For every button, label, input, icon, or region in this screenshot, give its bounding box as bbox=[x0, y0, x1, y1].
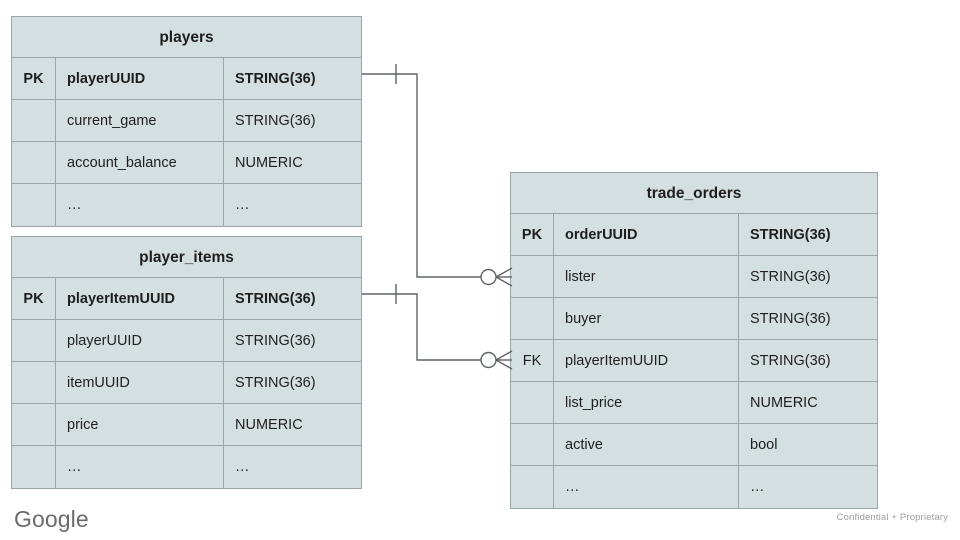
table-row[interactable]: buyer STRING(36) bbox=[511, 298, 877, 340]
row-key-badge: FK bbox=[511, 340, 554, 381]
row-field-type: STRING(36) bbox=[750, 352, 831, 369]
table-row[interactable]: itemUUID STRING(36) bbox=[12, 362, 361, 404]
row-field-type: STRING(36) bbox=[750, 268, 831, 285]
table-row[interactable]: … … bbox=[12, 446, 361, 488]
row-field-type: STRING(36) bbox=[235, 70, 316, 87]
row-field-name: … bbox=[56, 446, 224, 488]
er-table-trade-orders[interactable]: trade_orders PK orderUUID STRING(36) lis… bbox=[510, 172, 878, 509]
row-field-name: … bbox=[554, 466, 739, 508]
row-field-name: playerUUID bbox=[56, 320, 224, 361]
row-field-type: NUMERIC bbox=[235, 154, 303, 171]
row-field-type: STRING(36) bbox=[235, 374, 316, 391]
table-title-trade-orders: trade_orders bbox=[511, 173, 877, 214]
google-logo: Google bbox=[14, 506, 89, 532]
table-row[interactable]: active bool bbox=[511, 424, 877, 466]
row-field-type: STRING(36) bbox=[750, 226, 831, 243]
table-row[interactable]: … … bbox=[511, 466, 877, 508]
row-key-badge bbox=[12, 362, 56, 403]
table-title-players: players bbox=[12, 17, 361, 58]
row-key-badge bbox=[511, 298, 554, 339]
row-field-name: playerItemUUID bbox=[56, 278, 224, 319]
row-key-badge bbox=[12, 184, 56, 226]
row-field-type: bool bbox=[750, 436, 778, 453]
cardinality-zero-circle bbox=[480, 268, 497, 286]
row-key-badge: PK bbox=[12, 58, 56, 99]
row-field-type: … bbox=[235, 459, 250, 475]
table-row[interactable]: list_price NUMERIC bbox=[511, 382, 877, 424]
row-field-name: account_balance bbox=[56, 142, 224, 183]
row-key-badge bbox=[511, 382, 554, 423]
row-key-badge bbox=[511, 424, 554, 465]
connector-line bbox=[362, 293, 481, 361]
row-field-name: playerItemUUID bbox=[554, 340, 739, 381]
table-row[interactable]: price NUMERIC bbox=[12, 404, 361, 446]
row-field-name: lister bbox=[554, 256, 739, 297]
row-field-type: STRING(36) bbox=[750, 310, 831, 327]
relationship-player-items-to-trade-orders[interactable] bbox=[362, 284, 513, 370]
row-key-badge bbox=[511, 466, 554, 508]
row-field-name: playerUUID bbox=[56, 58, 224, 99]
row-field-name: orderUUID bbox=[554, 214, 739, 255]
table-title-player-items: player_items bbox=[12, 237, 361, 278]
row-key-badge bbox=[12, 404, 56, 445]
row-key-badge bbox=[511, 256, 554, 297]
connector-line bbox=[362, 73, 481, 278]
row-field-name: active bbox=[554, 424, 739, 465]
row-field-name: … bbox=[56, 184, 224, 226]
row-key-badge bbox=[12, 446, 56, 488]
row-field-name: list_price bbox=[554, 382, 739, 423]
row-key-badge bbox=[12, 320, 56, 361]
row-key-badge bbox=[12, 100, 56, 141]
row-field-name: buyer bbox=[554, 298, 739, 339]
table-row[interactable]: lister STRING(36) bbox=[511, 256, 877, 298]
table-row[interactable]: FK playerItemUUID STRING(36) bbox=[511, 340, 877, 382]
table-row[interactable]: current_game STRING(36) bbox=[12, 100, 361, 142]
row-field-type: … bbox=[750, 479, 765, 495]
cardinality-zero-circle bbox=[480, 351, 497, 369]
row-field-type: STRING(36) bbox=[235, 290, 316, 307]
er-table-players[interactable]: players PK playerUUID STRING(36) current… bbox=[11, 16, 362, 227]
row-field-type: STRING(36) bbox=[235, 332, 316, 349]
row-field-type: NUMERIC bbox=[235, 416, 303, 433]
row-field-type: NUMERIC bbox=[750, 394, 818, 411]
er-table-player-items[interactable]: player_items PK playerItemUUID STRING(36… bbox=[11, 236, 362, 489]
table-row[interactable]: PK playerUUID STRING(36) bbox=[12, 58, 361, 100]
row-key-badge bbox=[12, 142, 56, 183]
table-row[interactable]: playerUUID STRING(36) bbox=[12, 320, 361, 362]
row-key-badge: PK bbox=[511, 214, 554, 255]
table-row[interactable]: … … bbox=[12, 184, 361, 226]
row-key-badge: PK bbox=[12, 278, 56, 319]
row-field-type: STRING(36) bbox=[235, 112, 316, 129]
row-field-name: price bbox=[56, 404, 224, 445]
row-field-name: itemUUID bbox=[56, 362, 224, 403]
confidentiality-notice: Confidential + Proprietary bbox=[836, 512, 948, 523]
relationship-players-to-trade-orders[interactable] bbox=[362, 64, 513, 287]
table-row[interactable]: PK orderUUID STRING(36) bbox=[511, 214, 877, 256]
row-field-type: … bbox=[235, 197, 250, 213]
table-row[interactable]: account_balance NUMERIC bbox=[12, 142, 361, 184]
row-field-name: current_game bbox=[56, 100, 224, 141]
table-row[interactable]: PK playerItemUUID STRING(36) bbox=[12, 278, 361, 320]
